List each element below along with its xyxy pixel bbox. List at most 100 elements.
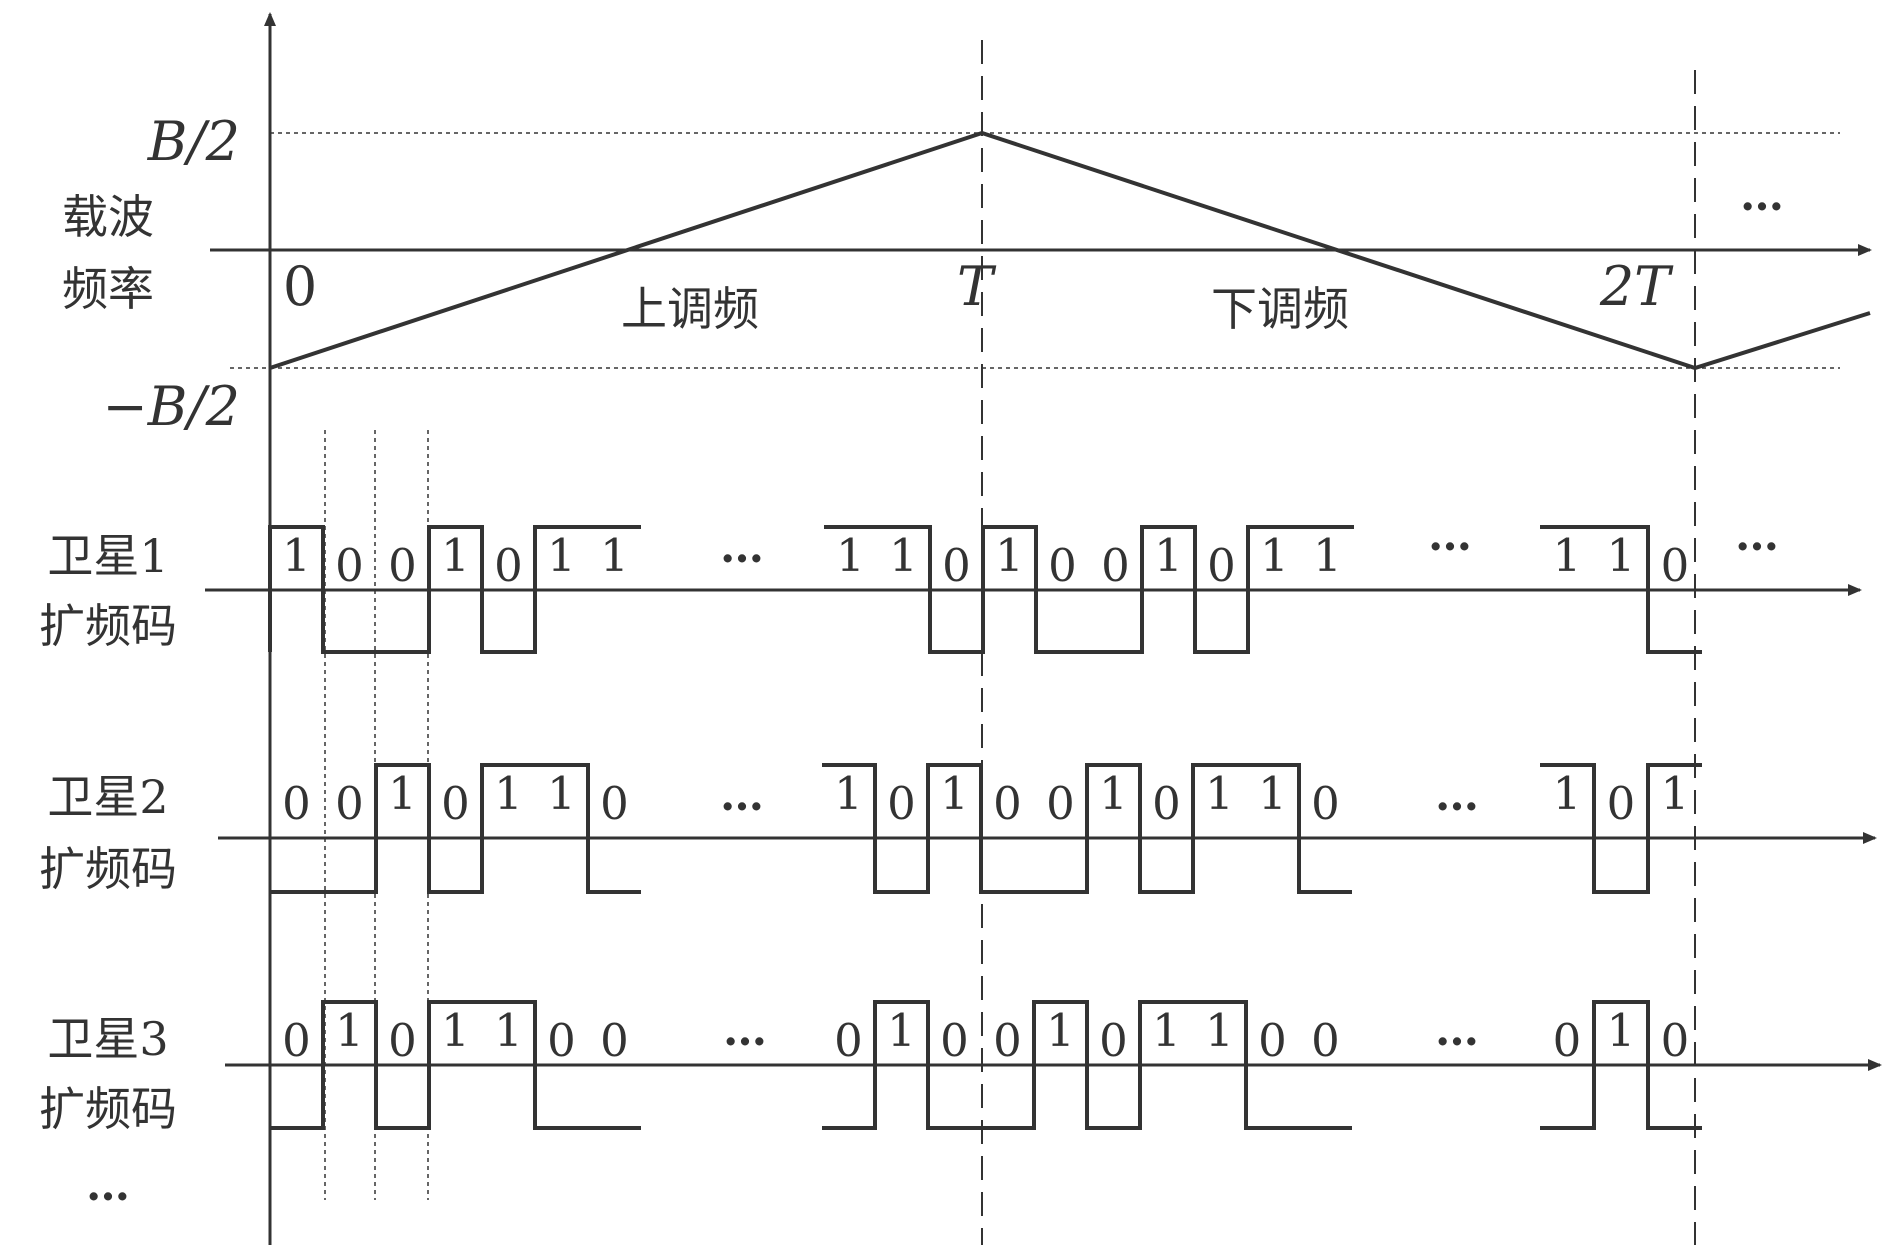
level-bottom-label: −B/2: [103, 375, 240, 438]
code-bit: 1: [1205, 1004, 1234, 1057]
carrier-label-line1: 载波: [62, 190, 154, 244]
code-bit: 0: [547, 1014, 576, 1067]
code-bit: 1: [547, 767, 576, 820]
code-wave-segment: [270, 1000, 641, 1130]
code-wave-segment: [824, 525, 1354, 654]
code-bit: 0: [834, 1014, 863, 1067]
code-bit: 1: [335, 1004, 364, 1057]
row-ellipses: … … … … … … … …: [86, 510, 1779, 1211]
code-bit: 0: [1152, 777, 1181, 830]
code-bit: 1: [1205, 767, 1234, 820]
code-bit: 1: [1260, 529, 1289, 582]
code-bit: 0: [388, 539, 417, 592]
code-bit: 0: [1661, 1014, 1690, 1067]
code-bit: 1: [600, 529, 629, 582]
code-wave-segment: [1540, 1000, 1702, 1130]
code-bit: 1: [441, 529, 470, 582]
code-wave-segment: [270, 763, 641, 894]
satellite-1-code-label: 扩频码: [39, 599, 177, 653]
sat3-ellipsis-b: …: [1435, 1005, 1479, 1056]
code-bit: 0: [1207, 539, 1236, 592]
satellite-1-code-waveform: [268, 525, 1702, 654]
code-bit: 1: [1607, 529, 1636, 582]
code-bit: 0: [1661, 539, 1690, 592]
code-bit: 0: [1099, 1014, 1128, 1067]
code-wave-segment: [1540, 763, 1702, 894]
code-bit: 0: [993, 1014, 1022, 1067]
code-bit: 0: [887, 777, 916, 830]
code-bit: 0: [1101, 539, 1130, 592]
time-t-label: T: [957, 255, 997, 318]
code-bit: 0: [388, 1014, 417, 1067]
code-bit: 1: [494, 767, 523, 820]
carrier-ellipsis: …: [1740, 170, 1784, 221]
up-sweep-label: 上调频: [621, 282, 759, 336]
code-wave-segment: [268, 525, 641, 654]
code-bit: 0: [940, 1014, 969, 1067]
code-bit: 0: [1311, 1014, 1340, 1067]
code-bit: 0: [335, 777, 364, 830]
code-bit: 1: [1313, 529, 1342, 582]
code-bit: 1: [547, 529, 576, 582]
sat2-ellipsis-b: …: [1435, 770, 1479, 821]
down-sweep-label: 下调频: [1211, 282, 1349, 336]
code-bit: 0: [494, 539, 523, 592]
sat3-ellipsis-a: …: [723, 1005, 767, 1056]
code-bit: 1: [1661, 767, 1690, 820]
carrier-labels: B/2 −B/2 载波 频率 0 T 2T 上调频 下调频 …: [62, 110, 1784, 438]
code-bit: 0: [993, 777, 1022, 830]
satellite-1-label: 卫星1: [47, 529, 168, 583]
code-bit: 0: [1258, 1014, 1287, 1067]
satellite-3-code-label: 扩频码: [39, 1082, 177, 1136]
satellite-2-code-waveform: [270, 763, 1702, 894]
code-bit: 0: [942, 539, 971, 592]
code-bit: 1: [494, 1004, 523, 1057]
sat1-ellipsis-b: …: [1428, 510, 1472, 561]
code-bit: 0: [335, 539, 364, 592]
satellite-2-label: 卫星2: [47, 770, 168, 824]
carrier-label-line2: 频率: [62, 262, 154, 316]
code-bit: 0: [1311, 777, 1340, 830]
code-bit: 1: [388, 767, 417, 820]
code-bit: 0: [1553, 1014, 1582, 1067]
code-bit: 1: [441, 1004, 470, 1057]
code-bit: 0: [1607, 777, 1636, 830]
code-bit: 0: [441, 777, 470, 830]
code-bit: 1: [282, 529, 311, 582]
code-bit: 1: [887, 1004, 916, 1057]
code-bit: 0: [1048, 539, 1077, 592]
bottom-ellipsis: …: [86, 1160, 130, 1211]
level-top-label: B/2: [147, 110, 240, 173]
code-bit: 0: [282, 1014, 311, 1067]
carrier-frequency-sweep: [269, 130, 1871, 371]
sat2-ellipsis-a: …: [720, 770, 764, 821]
sat1-ellipsis-a: …: [720, 522, 764, 573]
code-bit: 0: [1046, 777, 1075, 830]
code-wave-segment: [1540, 525, 1702, 654]
satellite-2-code-label: 扩频码: [39, 842, 177, 896]
satellite-3-label: 卫星3: [47, 1012, 168, 1066]
code-bit: 1: [1099, 767, 1128, 820]
sat1-ellipsis-c: …: [1735, 510, 1779, 561]
code-wave-segment: [822, 1000, 1352, 1130]
code-bit: 1: [889, 529, 918, 582]
satellite-3-code-waveform: [270, 1000, 1702, 1130]
code-bit: 1: [834, 767, 863, 820]
code-bit: 1: [1258, 767, 1287, 820]
code-bit: 0: [600, 777, 629, 830]
time-2t-label: 2T: [1599, 255, 1674, 318]
axes: [205, 12, 1882, 1245]
code-bit: 1: [836, 529, 865, 582]
code-bit: 1: [995, 529, 1024, 582]
code-bit: 1: [1607, 1004, 1636, 1057]
code-bit: 0: [282, 777, 311, 830]
code-bit: 1: [1152, 1004, 1181, 1057]
time-zero-label: 0: [283, 255, 317, 318]
code-bit: 1: [940, 767, 969, 820]
